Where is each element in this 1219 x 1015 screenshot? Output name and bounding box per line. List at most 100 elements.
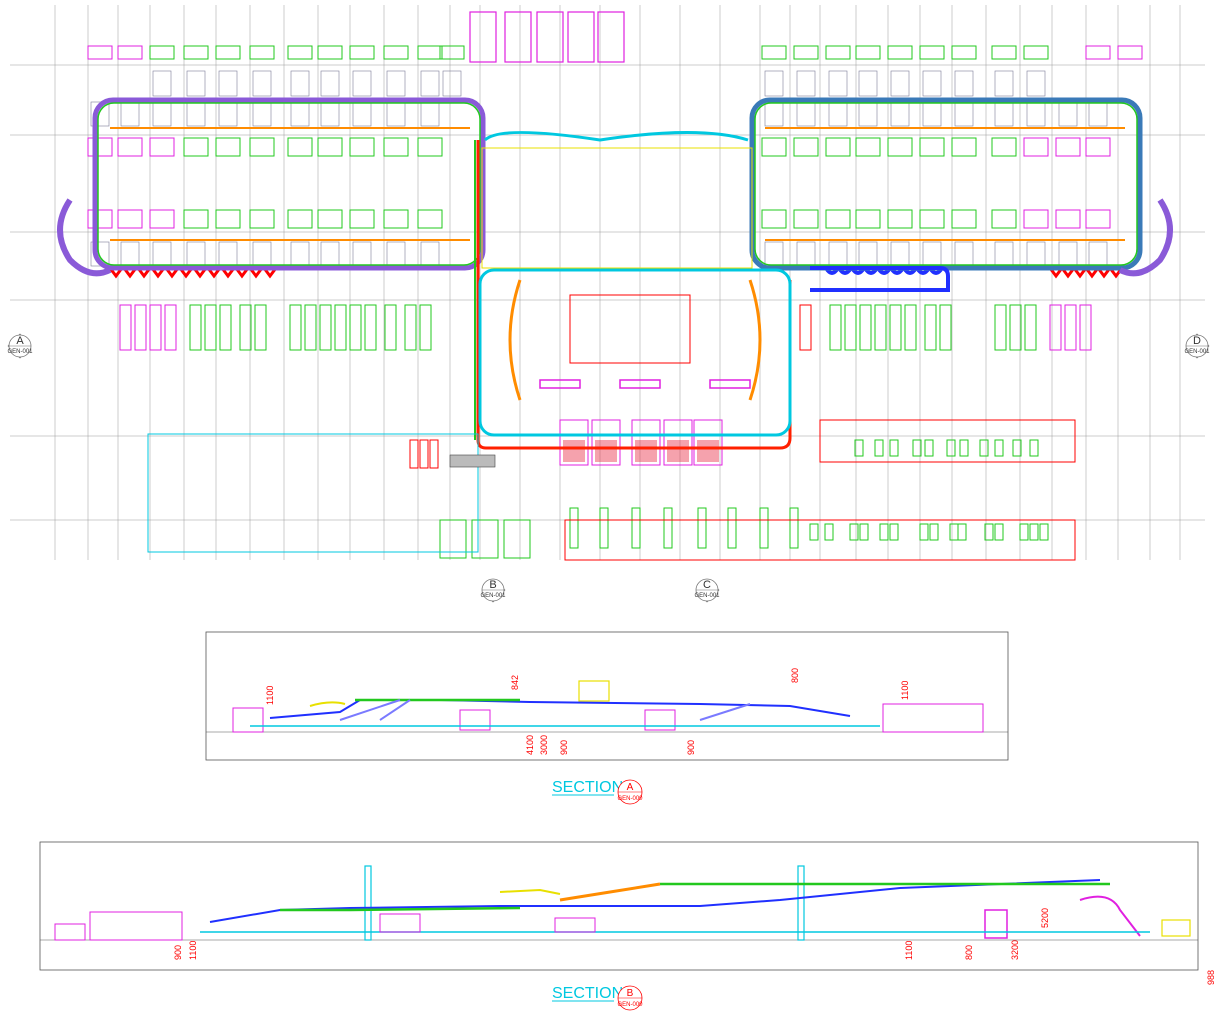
centre-red-conveyor: [476, 140, 792, 450]
centre-left-curve: [508, 279, 522, 401]
dock-box: [1019, 523, 1029, 541]
sorter-head: [108, 267, 124, 279]
rack-bay: [994, 241, 1014, 267]
trailer-bay: [759, 507, 769, 549]
section-a-frame: [205, 631, 1009, 761]
rack-bay: [352, 241, 372, 267]
marker-c-ref: GEN-001: [694, 593, 720, 599]
rack-top-green: [887, 45, 913, 60]
rack-top-green: [761, 45, 787, 60]
rack-bay: [442, 70, 462, 97]
lower-chute: [384, 304, 397, 351]
trailer-bay: [697, 507, 707, 549]
dock-unit: [663, 419, 693, 466]
rack-mid-upper: [991, 137, 1017, 157]
rack-bay: [386, 70, 406, 97]
rack-bay: [994, 101, 1014, 127]
section-a-bubble-ref: GEN-000: [617, 796, 643, 802]
dock-box: [879, 523, 889, 541]
rack-top-green: [317, 45, 343, 60]
rack-bay: [218, 101, 238, 127]
sorter-head: [136, 267, 152, 279]
section-b-column-right: [797, 865, 805, 941]
rack-mid-upper: [793, 137, 819, 157]
rack-top-green: [383, 45, 409, 60]
lower-chute: [364, 304, 377, 351]
rack-top-green: [287, 45, 313, 60]
dock-unit: [591, 419, 621, 466]
dock-unit-fill: [635, 440, 657, 462]
dock-box: [994, 523, 1004, 541]
rack-mid-upper: [1023, 137, 1049, 157]
rack-bay: [1058, 101, 1078, 127]
marker-d-ref: GEN-001: [1184, 349, 1210, 355]
rack-mid-lower: [349, 209, 375, 229]
section-marker-d: D GEN-001: [1184, 333, 1210, 359]
rack-top-green: [991, 45, 1017, 60]
right-conveyor-loop: [749, 97, 1143, 271]
right-spiral: [1118, 198, 1173, 277]
rack-bay: [90, 241, 110, 267]
lower-chute: [859, 304, 872, 351]
lower-chute: [1049, 304, 1062, 351]
section-a-yellow-line: [309, 701, 346, 707]
rack-bay: [890, 241, 910, 267]
dock-box: [984, 523, 994, 541]
dock-box: [912, 439, 922, 457]
rack-mid-lower: [1085, 209, 1111, 229]
rack-bay: [352, 70, 372, 97]
dock-box: [809, 523, 819, 541]
rack-bay: [320, 101, 340, 127]
lower-chute: [219, 304, 232, 351]
dock-box: [919, 523, 929, 541]
section-a-title-word: SECTION: [552, 779, 623, 796]
rack-mid-lower: [761, 209, 787, 229]
dock-box: [889, 523, 899, 541]
rack-mid-lower: [991, 209, 1017, 229]
section-b-dim-1: 900: [173, 945, 183, 960]
dock-unit-fill: [667, 440, 689, 462]
rack-mid-upper: [249, 137, 275, 157]
section-b-green-line: [280, 882, 1110, 912]
section-a-elevation: 1100 842 800 1100 4100 3000 900 900 SECT…: [205, 631, 1009, 805]
sorter-head: [122, 267, 138, 279]
rack-mid-lower: [317, 209, 343, 229]
rack-mid-upper: [1055, 137, 1081, 157]
lower-chute: [844, 304, 857, 351]
sorter-head: [1084, 267, 1100, 279]
sorter-head: [248, 267, 264, 279]
lower-left-cyan-area: [147, 433, 479, 553]
rack-top-magenta: [117, 45, 143, 60]
rack-bay: [858, 241, 878, 267]
section-a-box-1: [459, 709, 491, 731]
rack-bay: [352, 101, 372, 127]
dock-box: [959, 439, 969, 457]
rack-bay: [120, 241, 140, 267]
trailer-bay: [569, 507, 579, 549]
rack-bay: [890, 101, 910, 127]
rack-mid-lower: [183, 209, 209, 229]
rack-bay: [290, 70, 310, 97]
rack-bay: [1088, 101, 1108, 127]
sorter-head: [178, 267, 194, 279]
rack-mid-upper: [287, 137, 313, 157]
rack-mid-lower: [383, 209, 409, 229]
rack-bay: [386, 101, 406, 127]
marker-a-ref: GEN-001: [7, 349, 33, 355]
dock-box: [854, 439, 864, 457]
section-marker-c: C GEN-001: [694, 578, 720, 603]
section-b-end-structure: [1079, 895, 1141, 937]
section-a-dim-7: 900: [559, 740, 569, 755]
rack-mid-upper: [215, 137, 241, 157]
rack-bay: [252, 241, 272, 267]
rack-bay: [764, 101, 784, 127]
sorter-head: [262, 267, 278, 279]
top-storage-rack: [597, 11, 625, 63]
dock-box: [1012, 439, 1022, 457]
lower-chute: [419, 304, 432, 351]
rack-bay: [1058, 241, 1078, 267]
marker-b-letter: B: [489, 579, 496, 591]
dock-unit: [631, 419, 661, 466]
rack-top-green: [855, 45, 881, 60]
rack-top-magenta: [87, 45, 113, 60]
